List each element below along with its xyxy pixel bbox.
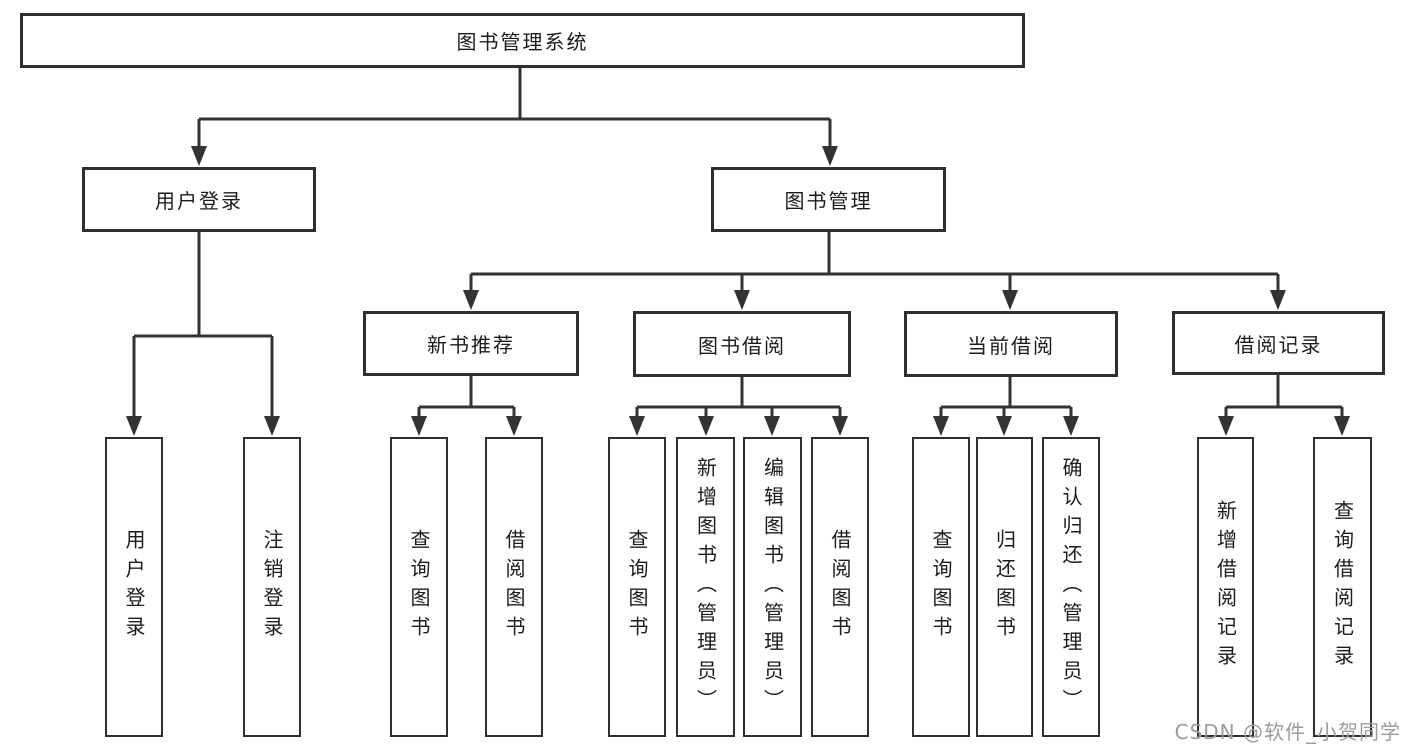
node-user-login: 用户登录 [82, 167, 316, 232]
leaf-query-books-current-label: 查询图书 [929, 529, 953, 645]
node-new-book-recommend: 新书推荐 [363, 311, 579, 376]
leaf-edit-books-admin: 编辑图书（管理员） [743, 437, 802, 737]
node-current-borrowing: 当前借阅 [904, 311, 1118, 377]
csdn-watermark: CSDN @软件_小贺同学 [1174, 720, 1401, 744]
node-new-book-recommend-label: 新书推荐 [427, 333, 515, 357]
node-book-borrowing: 图书借阅 [633, 311, 851, 377]
leaf-edit-books-admin-label: 编辑图书（管理员） [760, 456, 785, 718]
leaf-borrow-books-label: 借阅图书 [828, 529, 852, 645]
node-current-borrowing-label: 当前借阅 [967, 333, 1055, 358]
node-borrowing-records: 借阅记录 [1172, 311, 1385, 375]
leaf-query-borrow-record: 查询借阅记录 [1313, 437, 1372, 737]
leaf-query-books-current: 查询图书 [912, 437, 970, 737]
leaf-logout-label: 注销登录 [260, 529, 284, 645]
node-book-management-label: 图书管理 [784, 189, 873, 213]
leaf-add-borrow-record: 新增借阅记录 [1197, 437, 1254, 737]
leaf-borrow-books: 借阅图书 [811, 437, 869, 737]
leaf-user-login: 用户登录 [105, 437, 163, 737]
leaf-user-login-label: 用户登录 [122, 529, 146, 645]
node-book-borrowing-label: 图书借阅 [698, 333, 786, 358]
leaf-logout: 注销登录 [243, 437, 301, 737]
leaf-query-books-recommend: 查询图书 [390, 437, 448, 737]
leaf-borrow-books-recommend-label: 借阅图书 [502, 529, 526, 645]
leaf-query-books-borrowing-label: 查询图书 [625, 529, 649, 645]
leaf-borrow-books-recommend: 借阅图书 [485, 437, 543, 737]
leaf-confirm-return-admin: 确认归还（管理员） [1042, 437, 1100, 737]
leaf-add-borrow-record-label: 新增借阅记录 [1213, 500, 1238, 674]
leaf-add-books-admin-label: 新增图书（管理员） [693, 456, 718, 718]
node-user-login-label: 用户登录 [155, 189, 243, 213]
leaf-query-books-borrowing: 查询图书 [608, 437, 666, 737]
leaf-return-books-label: 归还图书 [992, 529, 1017, 645]
node-root-label: 图书管理系统 [456, 30, 589, 54]
node-book-management: 图书管理 [711, 167, 946, 232]
node-borrowing-records-label: 借阅记录 [1234, 332, 1323, 357]
leaf-add-books-admin: 新增图书（管理员） [676, 437, 735, 737]
leaf-return-books: 归还图书 [976, 437, 1033, 737]
node-root-library-system: 图书管理系统 [20, 13, 1025, 68]
leaf-confirm-return-admin-label: 确认归还（管理员） [1059, 456, 1083, 718]
leaf-query-borrow-record-label: 查询借阅记录 [1330, 500, 1355, 674]
leaf-query-books-recommend-label: 查询图书 [407, 529, 431, 645]
